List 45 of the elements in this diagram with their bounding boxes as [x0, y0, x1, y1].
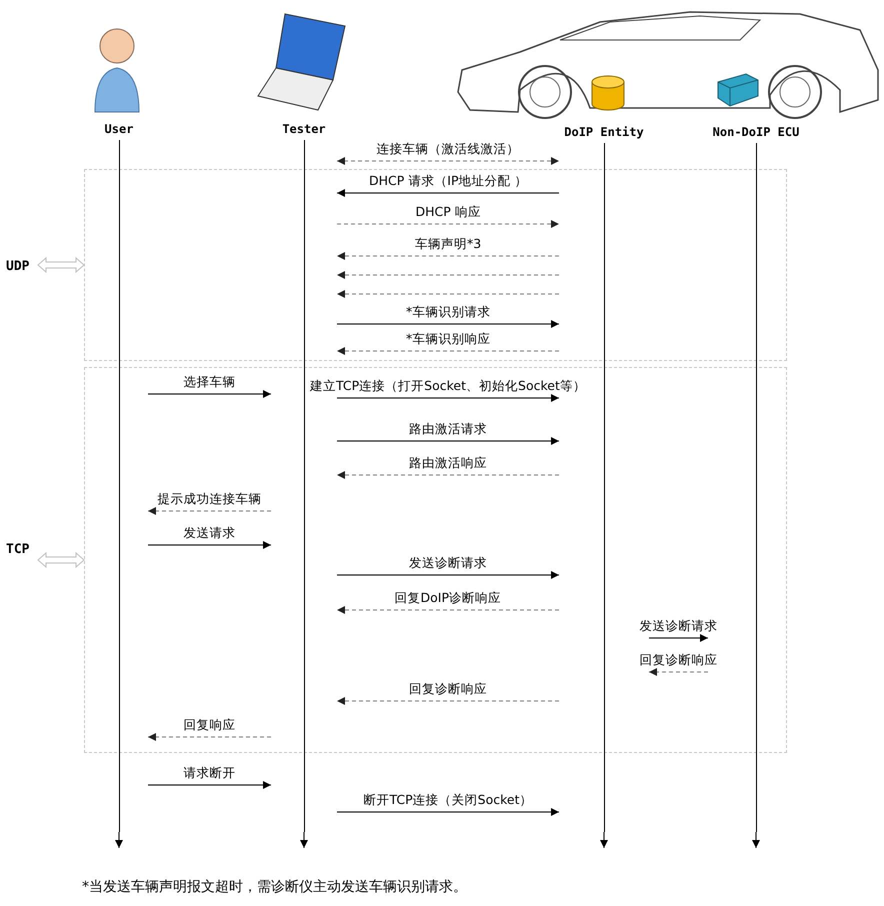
message-label: 路由激活请求	[407, 421, 489, 437]
message-label: DHCP 响应	[414, 204, 483, 220]
message-label: *车辆识别请求	[404, 304, 492, 320]
message-label: 选择车辆	[182, 374, 238, 390]
message-arrow	[148, 733, 272, 741]
message-label: 提示成功连接车辆	[156, 491, 264, 507]
message-label: 路由激活响应	[407, 455, 489, 471]
message-arrow	[336, 157, 560, 165]
message-label: 回复DoIP诊断响应	[392, 590, 503, 606]
message-label: *车辆识别响应	[404, 331, 492, 347]
lifeline-arrow	[600, 832, 608, 848]
lifeline-arrow	[752, 832, 760, 848]
message-label: 发送诊断请求	[407, 555, 489, 571]
message-arrow	[648, 668, 708, 676]
protocol-label: TCP	[6, 542, 30, 557]
message-label: 发送诊断请求	[638, 618, 720, 634]
message-label: 车辆声明*3	[413, 236, 484, 252]
message-arrow	[336, 471, 560, 479]
message-label: 回复响应	[182, 717, 238, 733]
message-label: 回复诊断响应	[638, 652, 720, 668]
message-arrow	[336, 252, 560, 260]
message-arrow	[336, 320, 560, 328]
lifeline-arrow	[300, 832, 308, 848]
message-label: 发送请求	[182, 525, 238, 541]
message-arrow	[336, 437, 560, 445]
message-arrow	[148, 541, 272, 549]
message-label: 回复诊断响应	[407, 681, 489, 697]
message-arrow	[148, 390, 272, 398]
message-arrow	[336, 571, 560, 579]
message-label: 请求断开	[182, 765, 238, 781]
message-arrow	[336, 808, 560, 816]
message-arrow	[336, 271, 560, 279]
message-arrow	[148, 781, 272, 789]
message-arrow	[336, 290, 560, 298]
message-arrow	[336, 189, 560, 197]
message-arrow	[336, 606, 560, 614]
message-arrow	[336, 220, 560, 228]
message-arrow	[648, 634, 708, 642]
message-arrow	[148, 507, 272, 515]
message-arrow	[336, 697, 560, 705]
protocol-label: UDP	[6, 259, 30, 274]
message-arrow	[336, 347, 560, 355]
lifeline-arrow	[115, 832, 123, 848]
message-arrow	[336, 394, 560, 402]
footnote: *当发送车辆声明报文超时，需诊断仪主动发送车辆识别请求。	[82, 878, 467, 896]
